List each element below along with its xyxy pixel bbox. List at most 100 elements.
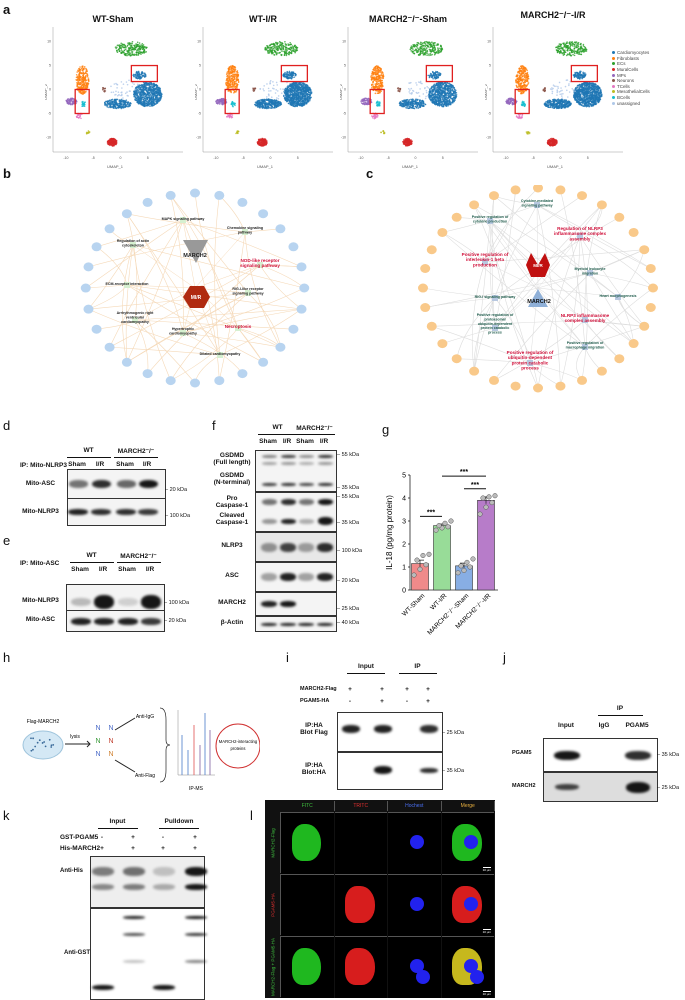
umap-cell — [106, 106, 109, 108]
network-edge — [473, 204, 586, 348]
brace — [159, 707, 171, 783]
umap-cell — [378, 83, 380, 85]
umap-cell — [416, 44, 419, 46]
network-edge — [489, 220, 539, 289]
umap-cell — [288, 100, 291, 103]
umap-cell — [140, 99, 142, 102]
umap-cell — [233, 73, 235, 75]
umap-cell — [303, 99, 305, 101]
gene-node — [296, 304, 307, 314]
umap-cell — [268, 94, 270, 97]
umap-cell — [124, 52, 127, 55]
network-edge — [170, 195, 249, 294]
umap-cell — [146, 82, 148, 84]
network-edge — [617, 296, 645, 327]
umap-cell — [373, 86, 376, 88]
panel-label-a: a — [3, 2, 11, 17]
umap-cell — [101, 88, 104, 91]
data-point — [467, 564, 473, 570]
umap-cell — [382, 73, 384, 76]
umap-cell — [287, 98, 289, 101]
umap-cell — [108, 105, 111, 108]
umap-cell — [289, 90, 292, 93]
umap-cell — [159, 87, 162, 90]
umap-cell — [437, 43, 440, 45]
umap-cell — [306, 99, 309, 101]
network-edge — [473, 204, 619, 298]
column-header: TRITC — [335, 801, 388, 811]
umap-cell — [151, 94, 153, 96]
umap-cell — [440, 47, 443, 50]
protein-icon: N — [108, 725, 113, 732]
umap-cell — [377, 76, 380, 78]
cell-dot — [36, 741, 39, 744]
umap-cell — [130, 50, 133, 52]
umap-cell — [379, 76, 382, 79]
umap-cell — [143, 103, 145, 105]
umap-cell — [263, 107, 266, 110]
umap-cell — [237, 81, 240, 84]
umap-cell — [138, 99, 141, 102]
data-point — [417, 566, 423, 572]
data-point — [477, 511, 483, 517]
umap-cell — [142, 75, 145, 77]
umap-cell — [302, 84, 305, 87]
umap-cell — [139, 77, 142, 80]
umap-cell — [433, 51, 436, 54]
umap-cell — [231, 115, 233, 118]
umap-cell — [414, 48, 417, 51]
network-edge — [214, 195, 221, 356]
umap-cell — [283, 54, 286, 56]
umap-cell — [254, 87, 256, 90]
umap-cell — [277, 100, 280, 103]
umap-cell — [292, 90, 294, 93]
network-edge — [617, 296, 645, 327]
highlight-box — [74, 88, 90, 115]
umap-cell — [372, 83, 374, 85]
umap-cell — [261, 100, 263, 103]
umap-cell — [268, 90, 270, 92]
umap-cell — [85, 90, 87, 93]
umap-cell — [124, 48, 127, 51]
mir-label: MI/R — [533, 263, 543, 268]
umap-cell — [382, 76, 384, 78]
umap-cell — [271, 47, 273, 50]
umap-cell — [260, 105, 262, 108]
umap-cell — [272, 43, 274, 45]
network-edge — [126, 219, 184, 363]
panel-label-g: g — [382, 422, 390, 437]
umap-cell — [143, 89, 146, 91]
term-node — [235, 325, 241, 331]
umap-cell — [110, 143, 112, 146]
umap-cell — [79, 72, 81, 75]
umap-cell — [122, 97, 124, 99]
umap-cell — [228, 73, 230, 76]
umap-cell — [376, 77, 378, 79]
umap-cell — [420, 49, 422, 52]
umap-cell — [252, 89, 254, 91]
umap-cell — [284, 40, 286, 43]
gene-node — [648, 283, 658, 293]
umap-cell — [140, 96, 142, 99]
umap-cell — [83, 72, 86, 75]
umap-cell — [293, 97, 296, 100]
umap-cell — [278, 46, 281, 49]
umap-cell — [149, 93, 151, 96]
gene-node — [451, 354, 462, 364]
gene-node — [426, 245, 437, 255]
network-edge — [536, 204, 651, 269]
umap-cell — [291, 50, 293, 53]
umap-cell — [82, 102, 85, 105]
umap-cell — [297, 91, 299, 94]
umap-cell — [117, 91, 120, 93]
umap-cell — [416, 42, 419, 44]
y-tick: 10 — [197, 40, 201, 44]
umap-cell — [151, 86, 154, 89]
umap-cell — [131, 42, 133, 45]
term-node — [492, 325, 498, 331]
legend-label: MPs — [617, 72, 626, 78]
umap-cell — [140, 53, 142, 55]
umap-cell — [280, 92, 283, 94]
